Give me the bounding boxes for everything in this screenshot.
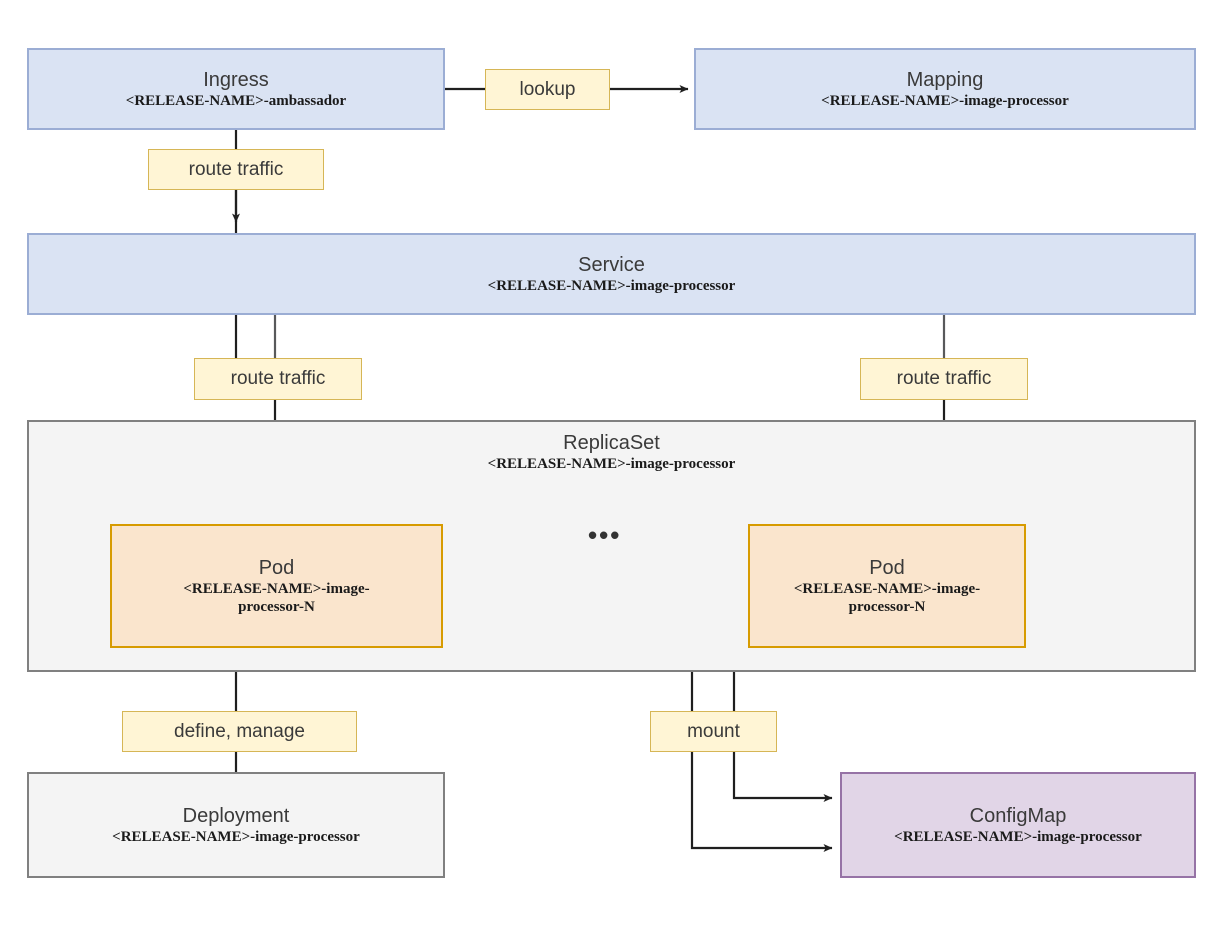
node-ingress-kind: Ingress — [203, 68, 269, 91]
node-ingress[interactable]: Ingress <RELEASE-NAME>-ambassador — [27, 48, 445, 130]
group-replicaset-name: <RELEASE-NAME>-image-processor — [487, 456, 736, 472]
edge-label-mount[interactable]: mount — [650, 711, 777, 752]
node-pod-right-kind: Pod — [869, 556, 905, 579]
group-replicaset-title: ReplicaSet <RELEASE-NAME>-image-processo… — [29, 432, 1194, 474]
edge-mount-configmap-lower — [690, 752, 833, 852]
edge-label-lookup[interactable]: lookup — [485, 69, 610, 110]
node-service-kind: Service — [578, 253, 645, 276]
pods-ellipsis-indicator: ••• — [588, 520, 622, 550]
node-pod-left-name: <RELEASE-NAME>-image-processor-N — [183, 580, 370, 615]
node-pod-right[interactable]: Pod <RELEASE-NAME>-image-processor-N — [748, 524, 1026, 648]
edge-label-define-manage[interactable]: define, manage — [122, 711, 357, 752]
node-deployment-kind: Deployment — [182, 804, 290, 827]
node-pod-right-name: <RELEASE-NAME>-image-processor-N — [793, 580, 981, 615]
node-pod-left[interactable]: Pod <RELEASE-NAME>-image-processor-N — [110, 524, 443, 648]
node-configmap-kind: ConfigMap — [969, 804, 1067, 827]
node-mapping[interactable]: Mapping <RELEASE-NAME>-image-processor — [694, 48, 1196, 130]
node-mapping-kind: Mapping — [906, 68, 984, 91]
node-mapping-name: <RELEASE-NAME>-image-processor — [821, 92, 1069, 109]
edge-label-route-traffic-left[interactable]: route traffic — [194, 358, 362, 400]
node-configmap-name: <RELEASE-NAME>-image-processor — [894, 828, 1142, 845]
edge-label-route-traffic-right[interactable]: route traffic — [860, 358, 1028, 400]
node-service-name: <RELEASE-NAME>-image-processor — [487, 277, 736, 294]
node-service[interactable]: Service <RELEASE-NAME>-image-processor — [27, 233, 1196, 315]
node-pod-left-kind: Pod — [258, 556, 295, 579]
node-deployment-name: <RELEASE-NAME>-image-processor — [112, 828, 360, 845]
node-deployment[interactable]: Deployment <RELEASE-NAME>-image-processo… — [27, 772, 445, 878]
node-ingress-name: <RELEASE-NAME>-ambassador — [125, 92, 347, 109]
edge-mount-configmap-upper — [732, 752, 833, 802]
group-replicaset-kind: ReplicaSet — [563, 432, 660, 454]
edge-label-route-traffic-ingress[interactable]: route traffic — [148, 149, 324, 190]
node-configmap[interactable]: ConfigMap <RELEASE-NAME>-image-processor — [840, 772, 1196, 878]
